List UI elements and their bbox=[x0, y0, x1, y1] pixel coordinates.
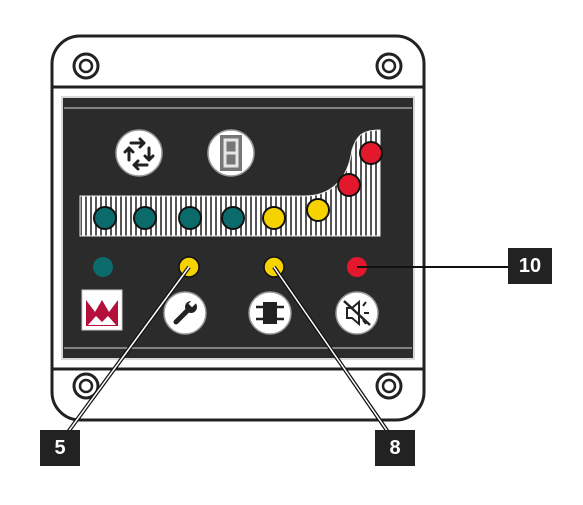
indicator-led-teal bbox=[93, 257, 113, 277]
brand-logo-icon bbox=[82, 290, 122, 330]
screw-bottom-right-icon bbox=[377, 374, 401, 398]
callout-label-8: 8 bbox=[375, 430, 415, 466]
screw-top-right-icon bbox=[377, 54, 401, 78]
bar-led-4 bbox=[222, 207, 244, 229]
seven-segment-display-icon bbox=[208, 130, 254, 176]
component-icon bbox=[249, 292, 291, 334]
cycle-arrows-icon bbox=[116, 130, 162, 176]
callout-label-10: 10 bbox=[508, 248, 552, 284]
bar-led-8 bbox=[360, 142, 382, 164]
mute-icon bbox=[336, 292, 378, 334]
bar-led-1 bbox=[94, 207, 116, 229]
bar-led-3 bbox=[179, 207, 201, 229]
screw-top-left-icon bbox=[74, 54, 98, 78]
bar-led-5 bbox=[263, 207, 285, 229]
callout-label-5: 5 bbox=[40, 430, 80, 466]
bar-led-6 bbox=[307, 199, 329, 221]
bar-led-7 bbox=[338, 174, 360, 196]
wrench-icon bbox=[164, 292, 206, 334]
bar-led-2 bbox=[134, 207, 156, 229]
